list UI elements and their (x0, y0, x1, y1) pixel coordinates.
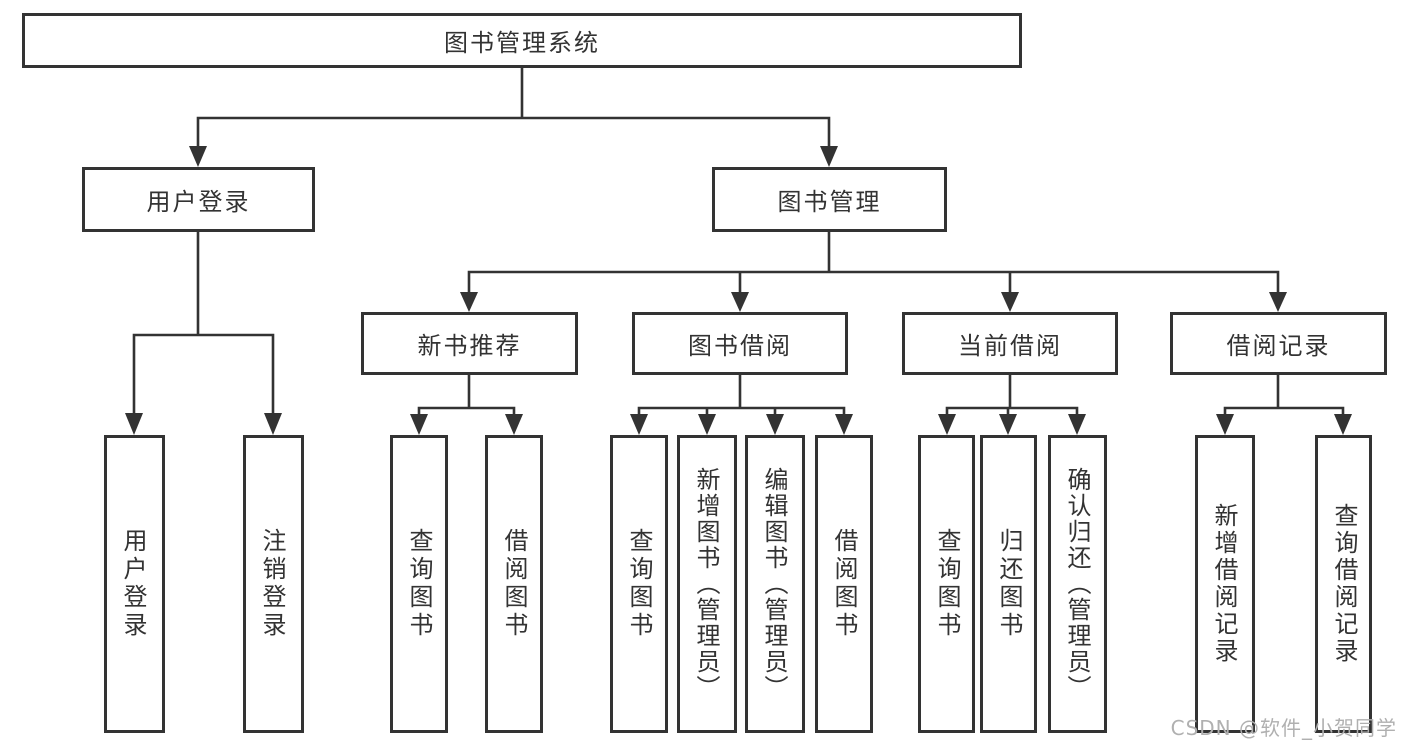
arrow-icon (938, 414, 956, 435)
arrow-icon (1068, 414, 1086, 435)
leaf-edit-books-admin: 编辑图书（管理员） (745, 435, 805, 733)
arrow-icon (460, 292, 478, 312)
arrow-icon (1334, 414, 1352, 435)
arrow-icon (820, 146, 838, 167)
arrow-icon (264, 413, 282, 435)
arrow-icon (630, 414, 648, 435)
leaf-query-books-3: 查询图书 (918, 435, 975, 733)
leaf-confirm-return-admin: 确认归还（管理员） (1048, 435, 1107, 733)
node-borrow-records: 借阅记录 (1170, 312, 1387, 375)
arrow-icon (1269, 292, 1287, 312)
arrow-icon (1216, 414, 1234, 435)
connector-bookborrow-to-leaves (637, 373, 846, 423)
leaf-query-borrow-record: 查询借阅记录 (1315, 435, 1372, 733)
arrow-icon (1001, 292, 1019, 312)
leaf-add-books-admin: 新增图书（管理员） (677, 435, 737, 733)
leaf-query-books-2: 查询图书 (610, 435, 668, 733)
leaf-add-borrow-record: 新增借阅记录 (1195, 435, 1255, 733)
arrow-icon (731, 292, 749, 312)
leaf-user-login: 用户登录 (104, 435, 165, 733)
connector-userlogin-to-leaves (132, 230, 275, 422)
connector-bookmgmt-to-level3 (467, 230, 1280, 300)
node-book-management: 图书管理 (712, 167, 947, 232)
arrow-icon (410, 414, 428, 435)
arrow-icon (125, 413, 143, 435)
csdn-watermark: CSDN @软件_小贺同学 (1170, 716, 1397, 740)
leaf-borrow-books-1: 借阅图书 (485, 435, 543, 733)
arrow-icon (766, 414, 784, 435)
node-library-management-system: 图书管理系统 (22, 13, 1022, 68)
leaf-borrow-books-2: 借阅图书 (815, 435, 873, 733)
connector-borrowrecords-to-leaves (1223, 373, 1345, 423)
connector-newbook-to-leaves (417, 373, 516, 423)
arrow-icon (698, 414, 716, 435)
leaf-logout: 注销登录 (243, 435, 304, 733)
arrow-icon (189, 146, 207, 167)
node-current-borrow: 当前借阅 (902, 312, 1118, 375)
arrow-icon (835, 414, 853, 435)
connector-root-to-level2 (196, 66, 831, 154)
node-new-book-recommend: 新书推荐 (361, 312, 578, 375)
leaf-query-books-1: 查询图书 (390, 435, 448, 733)
arrow-icon (999, 414, 1017, 435)
leaf-return-books: 归还图书 (980, 435, 1037, 733)
arrowheads (125, 146, 1352, 435)
arrow-icon (505, 414, 523, 435)
node-book-borrow: 图书借阅 (632, 312, 848, 375)
node-user-login: 用户登录 (82, 167, 315, 232)
